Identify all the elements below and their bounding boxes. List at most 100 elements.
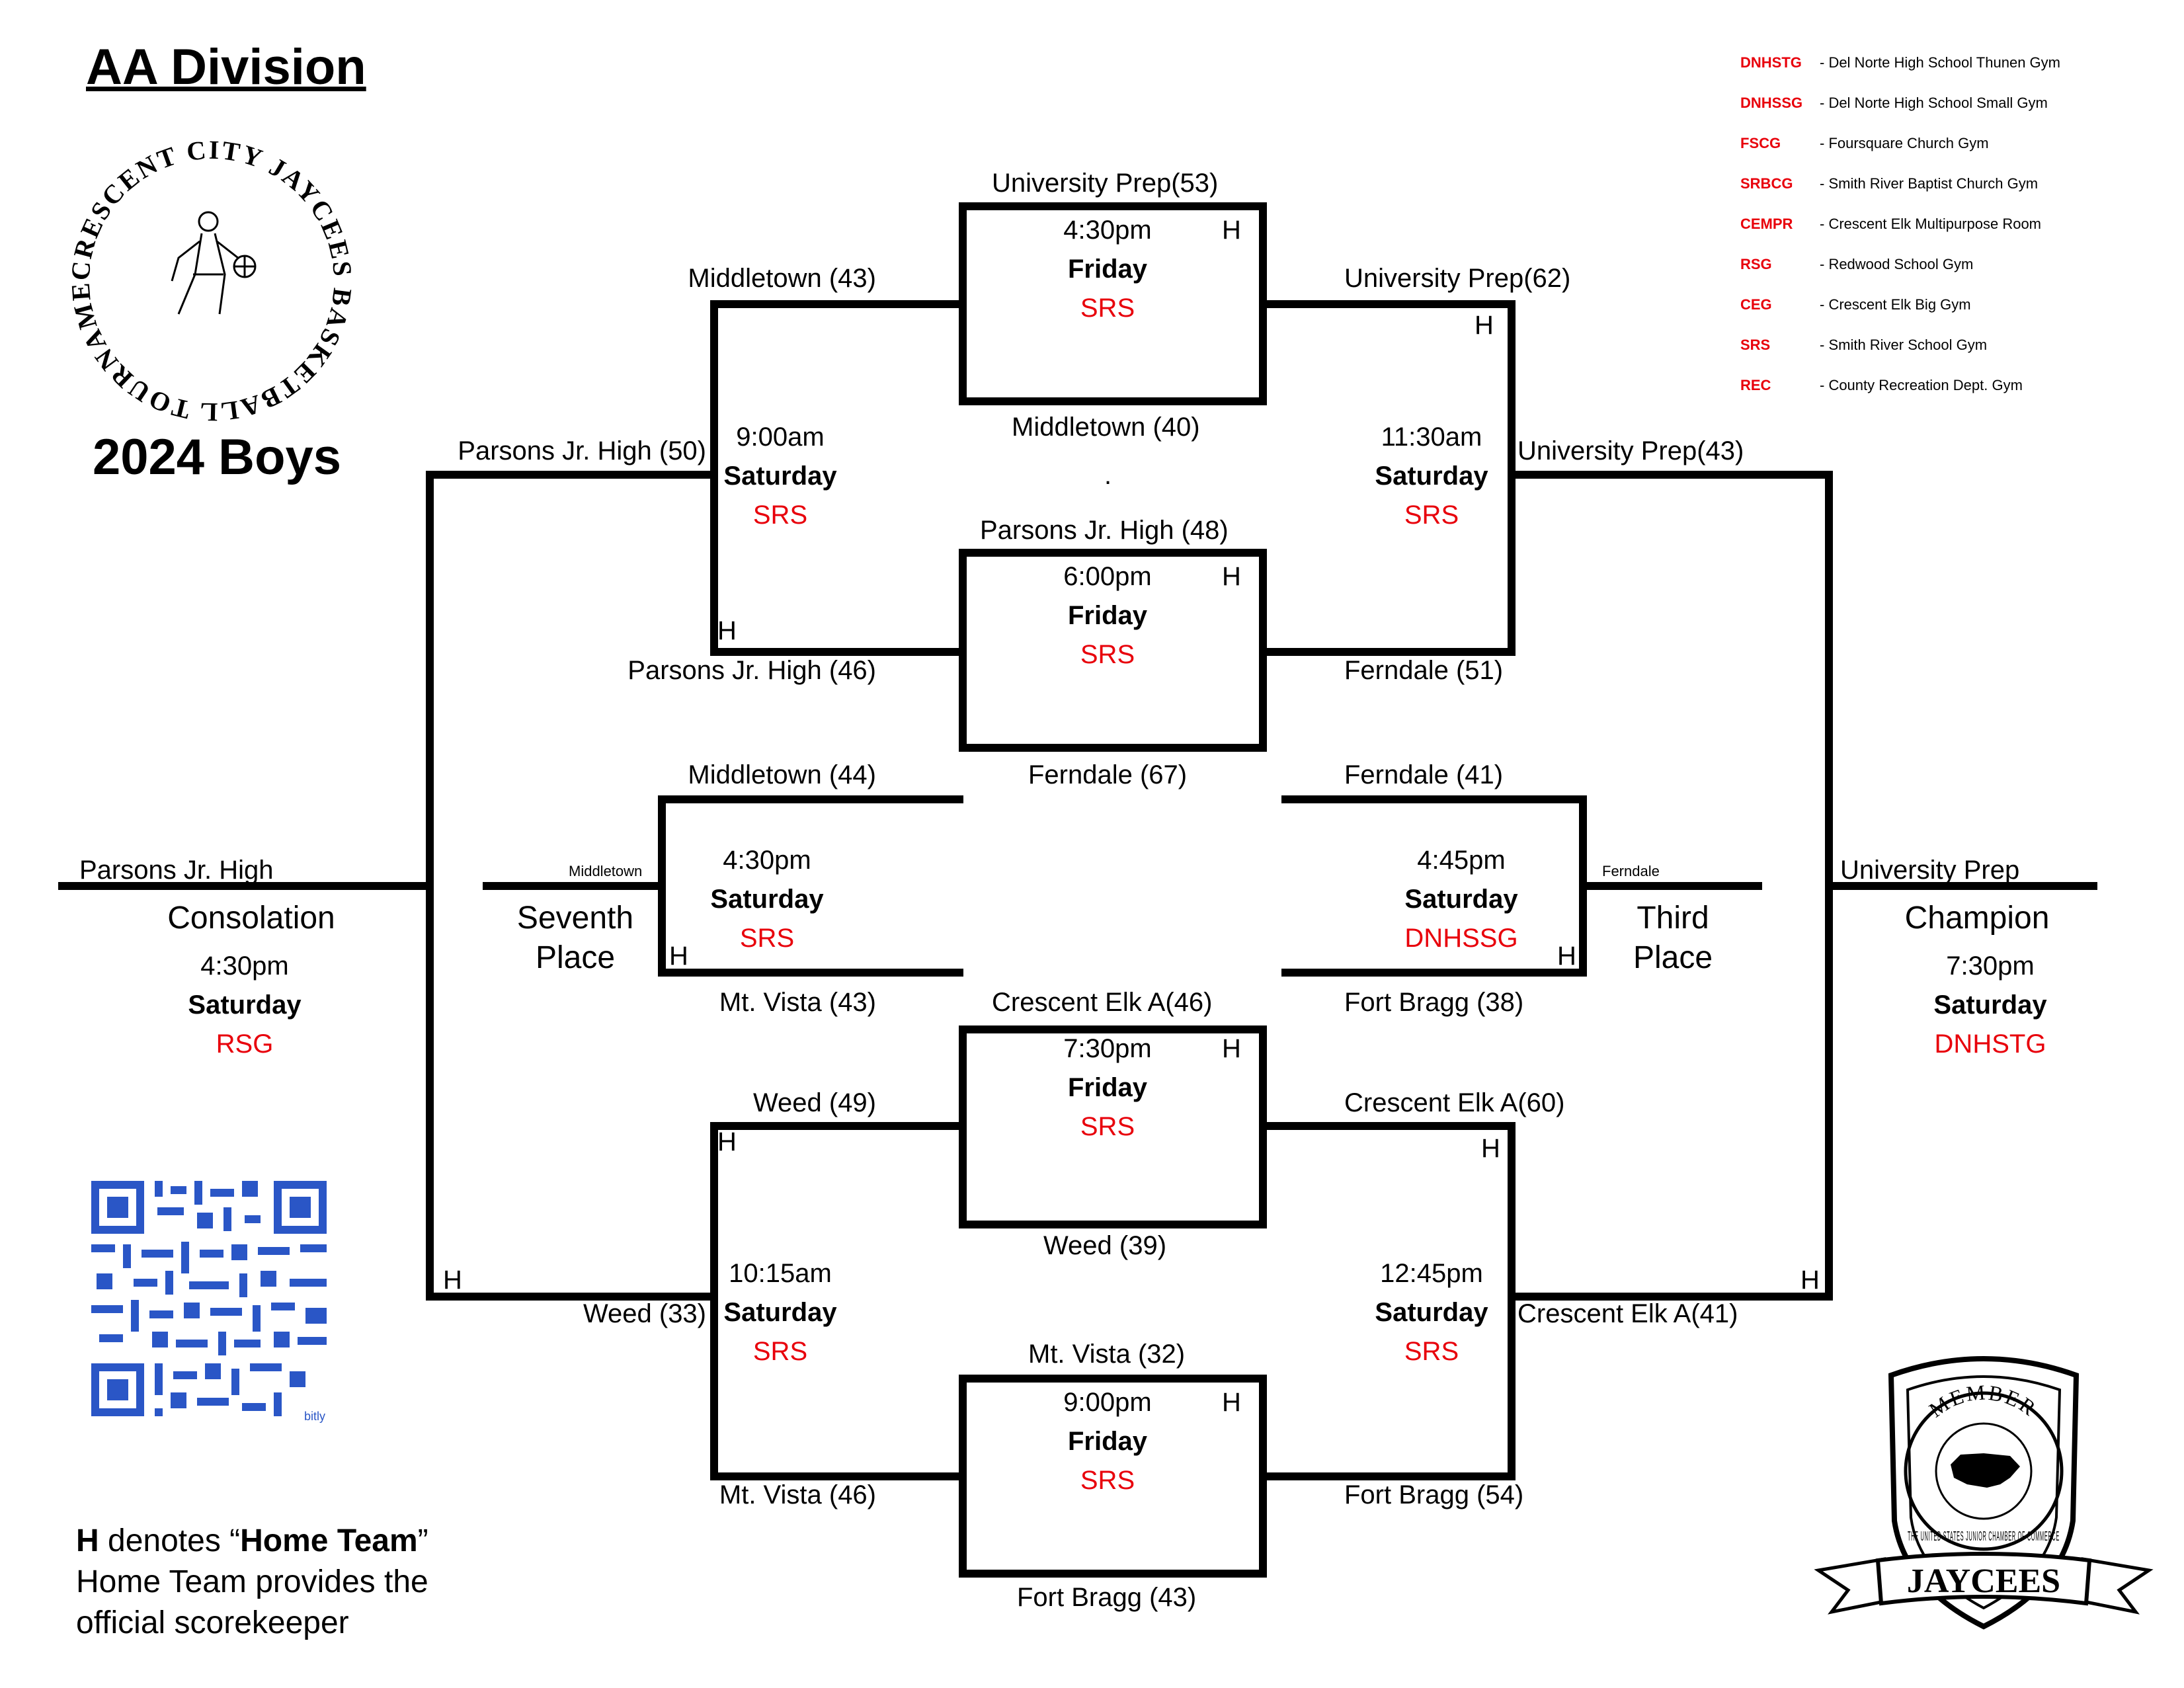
legend-description: - Smith River School Gym (1820, 337, 1988, 353)
seventh-team-bottom: Mt. Vista (43) (719, 988, 876, 1017)
third-label-1: Third (1637, 901, 1709, 936)
third-label-2: Place (1633, 940, 1713, 975)
home-team-note-line3: official scorekeeper (76, 1605, 349, 1640)
legend-description: - County Recreation Dept. Gym (1820, 377, 2023, 393)
legend-description: - Foursquare Church Gym (1820, 135, 1989, 151)
third-team-top: Ferndale (41) (1344, 760, 1504, 789)
g2-team-bottom: Ferndale (67) (1028, 760, 1188, 789)
legend-row: RSG - Redwood School Gym (1740, 255, 1973, 274)
lsu-home-mark: H (717, 616, 737, 645)
g2-time: 6:00pm (1063, 562, 1152, 591)
legend-row: CEG - Crescent Elk Big Gym (1740, 295, 1971, 315)
legend-description: - Crescent Elk Big Gym (1820, 296, 1971, 313)
g4-team-top: Mt. Vista (32) (1028, 1340, 1186, 1369)
division-title: AA Division (86, 39, 366, 95)
lsu-team-bottom: Parsons Jr. High (46) (627, 656, 876, 685)
game-box-3 (959, 1025, 1267, 1228)
legend-code: DNHSSG (1740, 95, 1803, 111)
lsu-team-top: Middletown (43) (688, 264, 876, 293)
rsu-time: 11:30am (1381, 422, 1482, 452)
legend-description: - Smith River Baptist Church Gym (1820, 175, 2039, 192)
seventh-day: Saturday (710, 885, 824, 914)
rsu-team-top: University Prep(62) (1344, 264, 1571, 293)
third-winner: Ferndale (1602, 863, 1660, 879)
legend-row: SRBCG- Smith River Baptist Church Gym (1740, 174, 2038, 194)
third-day: Saturday (1404, 885, 1518, 914)
home-team-note-line2: Home Team provides the (76, 1564, 428, 1599)
third-team-bottom: Fort Bragg (38) (1344, 988, 1524, 1017)
separator-dot: . (1104, 461, 1112, 490)
g2-day: Friday (1067, 601, 1148, 630)
legend-code: CEG (1740, 296, 1772, 313)
basketball-player-icon (171, 211, 257, 315)
consolation-site: RSG (216, 1029, 274, 1059)
rsu-site: SRS (1404, 501, 1459, 530)
third-time: 4:45pm (1417, 846, 1506, 875)
legend-code: RSG (1740, 256, 1772, 272)
lsl-site: SRS (752, 1337, 808, 1366)
consolation-day: Saturday (188, 990, 302, 1020)
g3-team-top: Crescent Elk A(46) (992, 988, 1213, 1017)
g1-time: 4:30pm (1063, 216, 1152, 245)
seventh-label-1: Seventh (516, 901, 634, 936)
legend-code: SRS (1740, 337, 1771, 353)
home-team-note-line1: H denotes “Home Team” (76, 1521, 428, 1562)
g3-day: Friday (1067, 1073, 1148, 1102)
legend-description: - Redwood School Gym (1820, 256, 1974, 272)
legend-description: - Del Norte High School Small Gym (1820, 95, 2048, 111)
denotes-close: ” (417, 1523, 428, 1558)
g3-site: SRS (1080, 1112, 1135, 1141)
rsu-winner: University Prep(43) (1517, 436, 1744, 465)
rsl-day: Saturday (1375, 1298, 1488, 1327)
g2-team-top: Parsons Jr. High (48) (980, 516, 1229, 545)
g4-team-bottom: Fort Bragg (43) (1017, 1583, 1197, 1612)
g3-team-bottom: Weed (39) (1043, 1231, 1167, 1260)
legend-code: CEMPR (1740, 216, 1793, 232)
lsu-winner: Parsons Jr. High (50) (458, 436, 706, 465)
g1-site: SRS (1080, 294, 1135, 323)
lsl-team-bottom: Mt. Vista (46) (719, 1480, 876, 1509)
rsu-home-mark: H (1475, 311, 1494, 340)
g2-home-mark: H (1222, 562, 1241, 591)
consolation-label: Consolation (167, 901, 335, 936)
rsu-team-bottom: Ferndale (51) (1344, 656, 1504, 685)
logo-ring-text: CRESCENT CITY JAYCEES BASKETBALL TOURNAM… (46, 116, 356, 427)
lsl-time: 10:15am (729, 1259, 832, 1288)
rsl-team-top: Crescent Elk A(60) (1344, 1088, 1565, 1117)
g4-day: Friday (1067, 1427, 1148, 1456)
legend-row: DNHSSG - Del Norte High School Small Gym (1740, 93, 2048, 113)
consolation-winner: Parsons Jr. High (79, 856, 274, 885)
home-team-note: H denotes “Home Team” Home Team provides… (76, 1521, 428, 1644)
seventh-home-mark: H (669, 942, 688, 971)
h-letter: H (76, 1523, 99, 1558)
consolation-time: 4:30pm (200, 951, 289, 981)
legend-code: FSCG (1740, 135, 1781, 151)
legend-row: CEMPR- Crescent Elk Multipurpose Room (1740, 214, 2041, 234)
tournament-logo: CRESCENT CITY JAYCEES BASKETBALL TOURNAM… (46, 116, 356, 427)
badge-banner-text: JAYCEES (1907, 1562, 2060, 1600)
legend-row: FSCG - Foursquare Church Gym (1740, 134, 1989, 153)
rsl-home-mark: H (1481, 1134, 1500, 1163)
champion-site: DNHSTG (1934, 1029, 2046, 1059)
lsu-day: Saturday (723, 462, 837, 491)
legend-code: DNHSTG (1740, 54, 1802, 71)
rsl-winner: Crescent Elk A(41) (1517, 1299, 1738, 1328)
g4-time: 9:00pm (1063, 1388, 1152, 1417)
consolation-home-mark: H (443, 1266, 462, 1295)
lsu-site: SRS (752, 501, 808, 530)
usa-map-icon (1951, 1453, 2020, 1488)
champion-label: Champion (1904, 901, 2050, 936)
g4-home-mark: H (1222, 1388, 1241, 1417)
legend-row: DNHSTG- Del Norte High School Thunen Gym (1740, 53, 2060, 73)
denotes-open: denotes “ (99, 1523, 241, 1558)
rsl-team-bottom: Fort Bragg (54) (1344, 1480, 1524, 1509)
lsl-home-mark: H (717, 1127, 737, 1156)
qr-code-icon[interactable]: bitly (91, 1181, 333, 1423)
champion-time: 7:30pm (1946, 951, 2035, 981)
champion-home-mark: H (1800, 1266, 1820, 1295)
lsl-team-top: Weed (49) (752, 1088, 876, 1117)
home-team-bold: Home Team (240, 1523, 418, 1558)
qr-brand: bitly (304, 1410, 325, 1423)
rsl-time: 12:45pm (1380, 1259, 1483, 1288)
g3-home-mark: H (1222, 1034, 1241, 1063)
